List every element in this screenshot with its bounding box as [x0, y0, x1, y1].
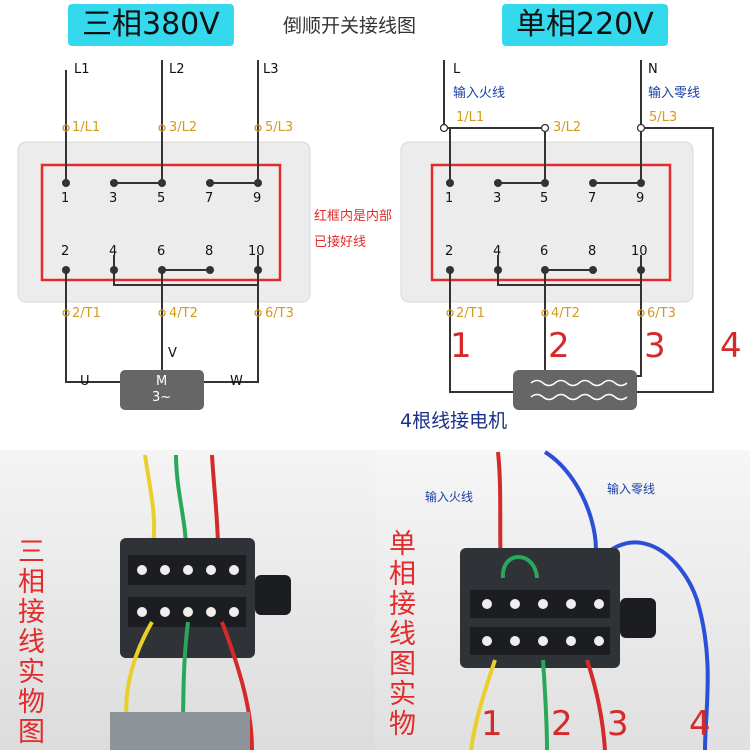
input-1-l1: 1/L1 [72, 120, 101, 135]
terminal-label-4: 4 [493, 244, 502, 259]
wire-number-1: 1 [450, 326, 472, 366]
three-phase-photo: 三相接线实物图 [0, 450, 375, 750]
three-phase-photo-caption: 三相接线实物图 [18, 537, 45, 748]
four-wire-caption: 4根线接电机 [400, 410, 508, 432]
terminal-9 [637, 179, 645, 187]
wire-number-4: 4 [720, 326, 742, 366]
terminal-1 [62, 179, 70, 187]
terminal-9 [254, 179, 262, 187]
three-phase-badge: 三相380V [68, 4, 234, 46]
terminal-label-8: 8 [205, 244, 214, 259]
label-l1: L1 [74, 62, 90, 77]
output-2-t1: 2/T1 [72, 306, 101, 321]
terminal-5 [158, 179, 166, 187]
photo-live-label: 输入火线 [425, 490, 474, 504]
terminal-7 [206, 179, 214, 187]
terminal-label-3: 3 [493, 191, 502, 206]
photo-wire-2: 2 [551, 704, 573, 744]
terminal-label-8: 8 [588, 244, 597, 259]
motor-label: M [156, 374, 168, 389]
output-4-t2: 4/T2 [551, 306, 580, 321]
wire-1 [449, 270, 513, 393]
terminal-label-5: 5 [540, 191, 549, 206]
terminal-7 [589, 179, 597, 187]
terminal-label-7: 7 [588, 191, 597, 206]
label-l3: L3 [263, 62, 279, 77]
terminal-label-1: 1 [61, 191, 70, 206]
terminal-label-10: 10 [248, 244, 265, 259]
terminal-1 [446, 179, 454, 187]
input-5-l3: 5/L3 [649, 110, 678, 125]
neutral-input-label: 输入零线 [648, 86, 701, 101]
terminal-label-1: 1 [445, 191, 454, 206]
terminal-5 [541, 179, 549, 187]
terminal-8 [589, 266, 597, 274]
terminal-4 [494, 266, 502, 274]
terminal-3 [110, 179, 118, 187]
wire-number-2: 2 [548, 326, 570, 366]
output-6-t3: 6/T3 [647, 306, 676, 321]
output-2-t1: 2/T1 [456, 306, 485, 321]
photo-wire-4: 4 [689, 704, 711, 744]
label-l: L [453, 62, 461, 77]
phase-u-label: U [80, 374, 90, 389]
single-phase-photo-caption: 单相接线图实物 [389, 529, 416, 740]
output-u-wire [65, 270, 120, 383]
terminal-label-2: 2 [61, 244, 70, 259]
wire-number-3: 3 [644, 326, 666, 366]
single-phase-badge: 单相220V [502, 4, 668, 46]
input-5-l3: 5/L3 [265, 120, 294, 135]
photo-wire-3: 3 [607, 704, 629, 744]
wire-4 [637, 127, 714, 393]
single-phase-photo: 输入火线 输入零线 单相接线图实物 1 2 3 4 [375, 450, 750, 750]
terminal-label-5: 5 [157, 191, 166, 206]
phase-w-label: W [230, 374, 243, 389]
phase-v-label: V [168, 346, 177, 361]
terminal-label-10: 10 [631, 244, 648, 259]
terminal-8 [206, 266, 214, 274]
terminal-4 [110, 266, 118, 274]
diagram-title: 倒顺开关接线图 [283, 15, 417, 37]
photo-wire-1: 1 [481, 704, 503, 744]
photo-neutral-label: 输入零线 [607, 482, 656, 496]
internal-wiring-frame [430, 163, 672, 282]
terminal-label-6: 6 [540, 244, 549, 259]
output-6-t3: 6/T3 [265, 306, 294, 321]
single-phase-wiring-diagram [400, 60, 714, 410]
input-3-l2: 3/L2 [169, 120, 198, 135]
internal-wiring-note: 红框内是内部已接好线 [314, 209, 393, 250]
terminal-label-2: 2 [445, 244, 454, 259]
label-n: N [648, 62, 658, 77]
terminal-3 [494, 179, 502, 187]
motor-sub-label: 3~ [152, 390, 172, 405]
live-input-label: 输入火线 [453, 86, 506, 101]
terminal-label-6: 6 [157, 244, 166, 259]
input-3-l2: 3/L2 [553, 120, 582, 135]
terminal-label-9: 9 [253, 191, 262, 206]
output-4-t2: 4/T2 [169, 306, 198, 321]
terminal-label-9: 9 [636, 191, 645, 206]
output-w-wire [204, 270, 259, 383]
single-phase-motor [513, 370, 637, 410]
three-phase-motor [120, 370, 204, 410]
terminal-label-7: 7 [205, 191, 214, 206]
terminal-label-4: 4 [109, 244, 118, 259]
label-l2: L2 [169, 62, 185, 77]
three-phase-wiring-diagram [17, 60, 311, 410]
terminal-label-3: 3 [109, 191, 118, 206]
input-1-l1: 1/L1 [456, 110, 485, 125]
